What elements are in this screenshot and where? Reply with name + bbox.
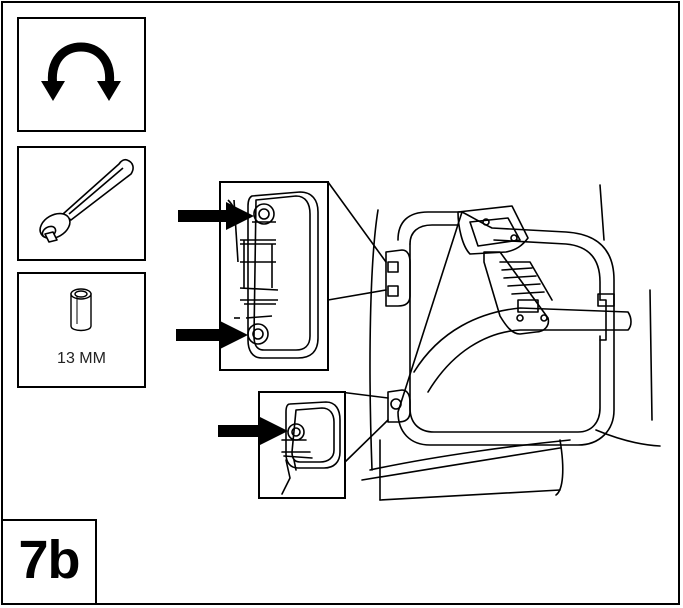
rotation-direction-box [17, 17, 146, 132]
step-number: 7b [18, 530, 80, 590]
arrow-upper-bolt [178, 202, 254, 230]
ratchet-wrench-icon [39, 158, 134, 243]
arrow-lower-bolt [218, 417, 288, 445]
mount-plate [457, 205, 529, 255]
arrow-middle-bolt [176, 321, 248, 349]
socket-size-box: 13 MM [17, 272, 146, 388]
callout-leader-upper [327, 181, 387, 263]
ratchet-wrench-box [17, 146, 146, 261]
callout-leader-lower [339, 391, 389, 399]
carrier-frame [397, 211, 463, 241]
body-edge-line [369, 209, 379, 471]
bolt-arrows [176, 202, 288, 445]
lower-hinge [387, 389, 411, 423]
step-number-box: 7b [1, 519, 97, 605]
socket-icon [70, 288, 92, 332]
lower-hinge-callout [258, 391, 346, 499]
rotate-both-directions-icon [41, 42, 121, 101]
bracket-arm [483, 251, 550, 335]
socket-size-label: 13 MM [57, 350, 106, 367]
upper-hinge [385, 249, 411, 307]
